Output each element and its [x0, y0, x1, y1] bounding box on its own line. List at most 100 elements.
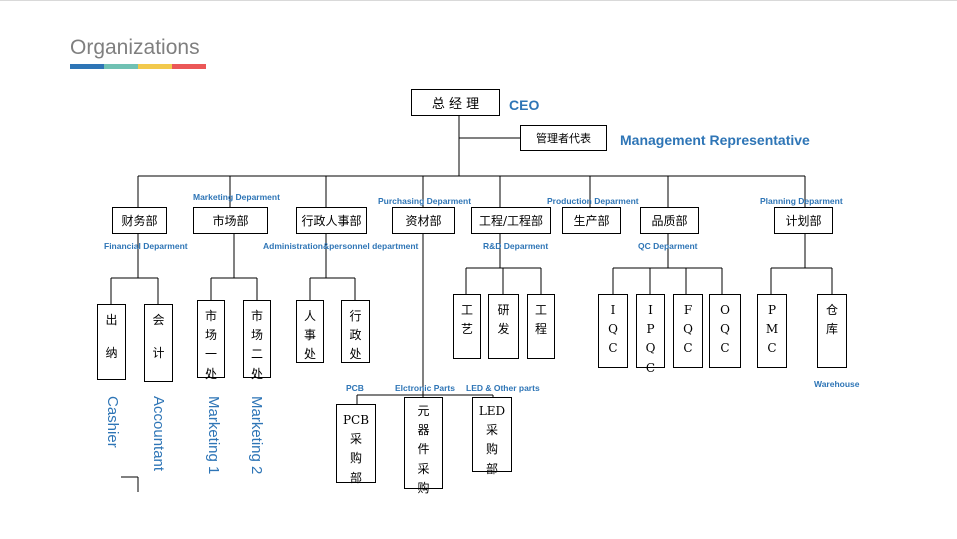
pcb-char-3: 购 — [349, 451, 362, 466]
finance-dept-box: 财务部 — [112, 207, 167, 234]
title-underline-segment-2 — [104, 64, 138, 69]
dev-char-2: 发 — [497, 322, 510, 337]
title-underline-segment-3 — [138, 64, 172, 69]
iqc-char-1: I — [610, 303, 616, 317]
pmc-char-2: M — [765, 322, 779, 337]
marketing-1-box: 市 场 一 处 — [197, 300, 225, 381]
admin-dept-english: Administration&personnel department — [263, 241, 419, 251]
marketing-2-english: Marketing 2 — [248, 396, 265, 475]
led-char-3: 购 — [485, 442, 498, 457]
top-divider — [0, 0, 957, 1]
parts-purchasing-box: 元 器 件 采 购 — [404, 397, 443, 495]
ipqc-char-2: P — [646, 322, 655, 337]
qc-dept-box: 品质部 — [640, 207, 699, 234]
hr-office-box: 人 事 处 — [296, 300, 324, 363]
pcb-english: PCB — [346, 383, 364, 393]
pcb-char-2: 采 — [349, 432, 362, 447]
ceo-english-label: CEO — [509, 97, 540, 113]
production-dept-english: Production Deparment — [547, 196, 639, 206]
purchasing-dept-box: 资材部 — [392, 207, 455, 234]
rd-dept-english: R&D Deparment — [483, 241, 549, 251]
engineering-box: 工 程 — [527, 294, 555, 359]
ceo-box: 总 经 理 — [411, 89, 500, 116]
purchasing-dept-english: Purchasing Deparment — [378, 196, 472, 206]
accountant-english: Accountant — [150, 396, 167, 472]
warehouse-char-2: 库 — [825, 322, 838, 337]
purchasing-dept-label: 资材部 — [405, 214, 442, 228]
iqc-char-2: Q — [608, 322, 618, 337]
led-english: LED & Other parts — [466, 383, 540, 393]
oqc-char-3: C — [720, 341, 730, 356]
management-rep-english-label: Management Representative — [620, 132, 810, 148]
development-box: 研 发 — [488, 294, 519, 359]
ipqc-char-4: C — [645, 360, 656, 375]
parts-char-1: 元 — [417, 404, 430, 418]
marketing-dept-box: 市场部 — [193, 207, 268, 234]
cashier-english: Cashier — [104, 396, 121, 448]
oqc-char-1: O — [720, 303, 730, 317]
admin-dept-label: 行政人事部 — [301, 214, 362, 228]
rd-dept-box: 工程/工程部 — [471, 207, 551, 234]
planning-dept-label: 计划部 — [785, 214, 822, 228]
warehouse-char-1: 仓 — [825, 303, 838, 317]
qc-dept-english: QC Deparment — [638, 241, 698, 251]
warehouse-english: Warehouse — [814, 379, 860, 389]
marketing-2-box: 市 场 二 处 — [243, 300, 271, 381]
pmc-box: P M C — [757, 294, 787, 368]
rd-dept-label: 工程/工程部 — [478, 214, 544, 228]
hr-char-2: 事 — [303, 328, 316, 343]
cashier-char-1: 出 — [105, 313, 118, 327]
parts-char-4: 采 — [417, 461, 430, 476]
fqc-char-2: Q — [683, 322, 693, 337]
marketing-1-english: Marketing 1 — [205, 396, 222, 475]
pmc-char-1: P — [767, 303, 777, 317]
finance-dept-label: 财务部 — [121, 214, 158, 228]
mkt1-char-3: 一 — [204, 347, 217, 362]
fqc-char-1: F — [683, 303, 693, 317]
parts-english: Elctronic Parts — [395, 383, 455, 393]
management-rep-box: 管理者代表 — [520, 125, 607, 151]
marketing-dept-english: Marketing Deparment — [193, 192, 280, 202]
title-underline-segment-4 — [172, 64, 206, 69]
mkt2-char-1: 市 — [250, 309, 263, 323]
ipqc-char-3: Q — [645, 341, 656, 356]
mkt2-char-2: 场 — [250, 328, 263, 343]
accountant-box: 会 计 — [144, 304, 173, 382]
pcb-purchasing-box: PCB 采 购 部 — [336, 404, 376, 485]
pcb-char-1: PCB — [342, 413, 370, 427]
parts-char-2: 器 — [417, 423, 430, 438]
oqc-box: O Q C — [709, 294, 741, 368]
process-box: 工 艺 — [453, 294, 481, 359]
mkt1-char-2: 场 — [204, 328, 217, 343]
parts-char-5: 购 — [417, 480, 430, 495]
iqc-box: I Q C — [598, 294, 628, 368]
fqc-char-3: C — [683, 341, 693, 356]
finance-dept-english: Financial Deparment — [104, 241, 188, 251]
planning-dept-english: Planning Deparment — [760, 196, 843, 206]
accountant-char-1: 会 — [152, 313, 165, 327]
adm-char-3: 处 — [349, 347, 362, 362]
ceo-label: 总 经 理 — [431, 97, 480, 112]
admin-dept-box: 行政人事部 — [296, 207, 367, 234]
mkt1-char-4: 处 — [204, 366, 217, 381]
accountant-char-2: 计 — [152, 346, 165, 361]
production-dept-box: 生产部 — [562, 207, 621, 234]
pcb-char-4: 部 — [349, 470, 362, 485]
iqc-char-3: C — [608, 341, 618, 356]
eng-char-2: 程 — [534, 322, 547, 337]
adm-char-2: 政 — [349, 328, 362, 343]
led-char-4: 部 — [485, 461, 498, 476]
oqc-char-2: Q — [720, 322, 730, 337]
ipqc-char-1: I — [648, 303, 653, 317]
hr-char-3: 处 — [303, 347, 316, 362]
adm-char-1: 行 — [349, 309, 362, 323]
planning-dept-box: 计划部 — [774, 207, 833, 234]
mkt1-char-1: 市 — [204, 309, 217, 323]
eng-char-1: 工 — [534, 303, 547, 317]
title-underline-segment-1 — [70, 64, 104, 69]
process-char-1: 工 — [460, 303, 473, 317]
production-dept-label: 生产部 — [573, 214, 610, 228]
dev-char-1: 研 — [497, 303, 510, 317]
led-purchasing-box: LED 采 购 部 — [472, 397, 512, 476]
